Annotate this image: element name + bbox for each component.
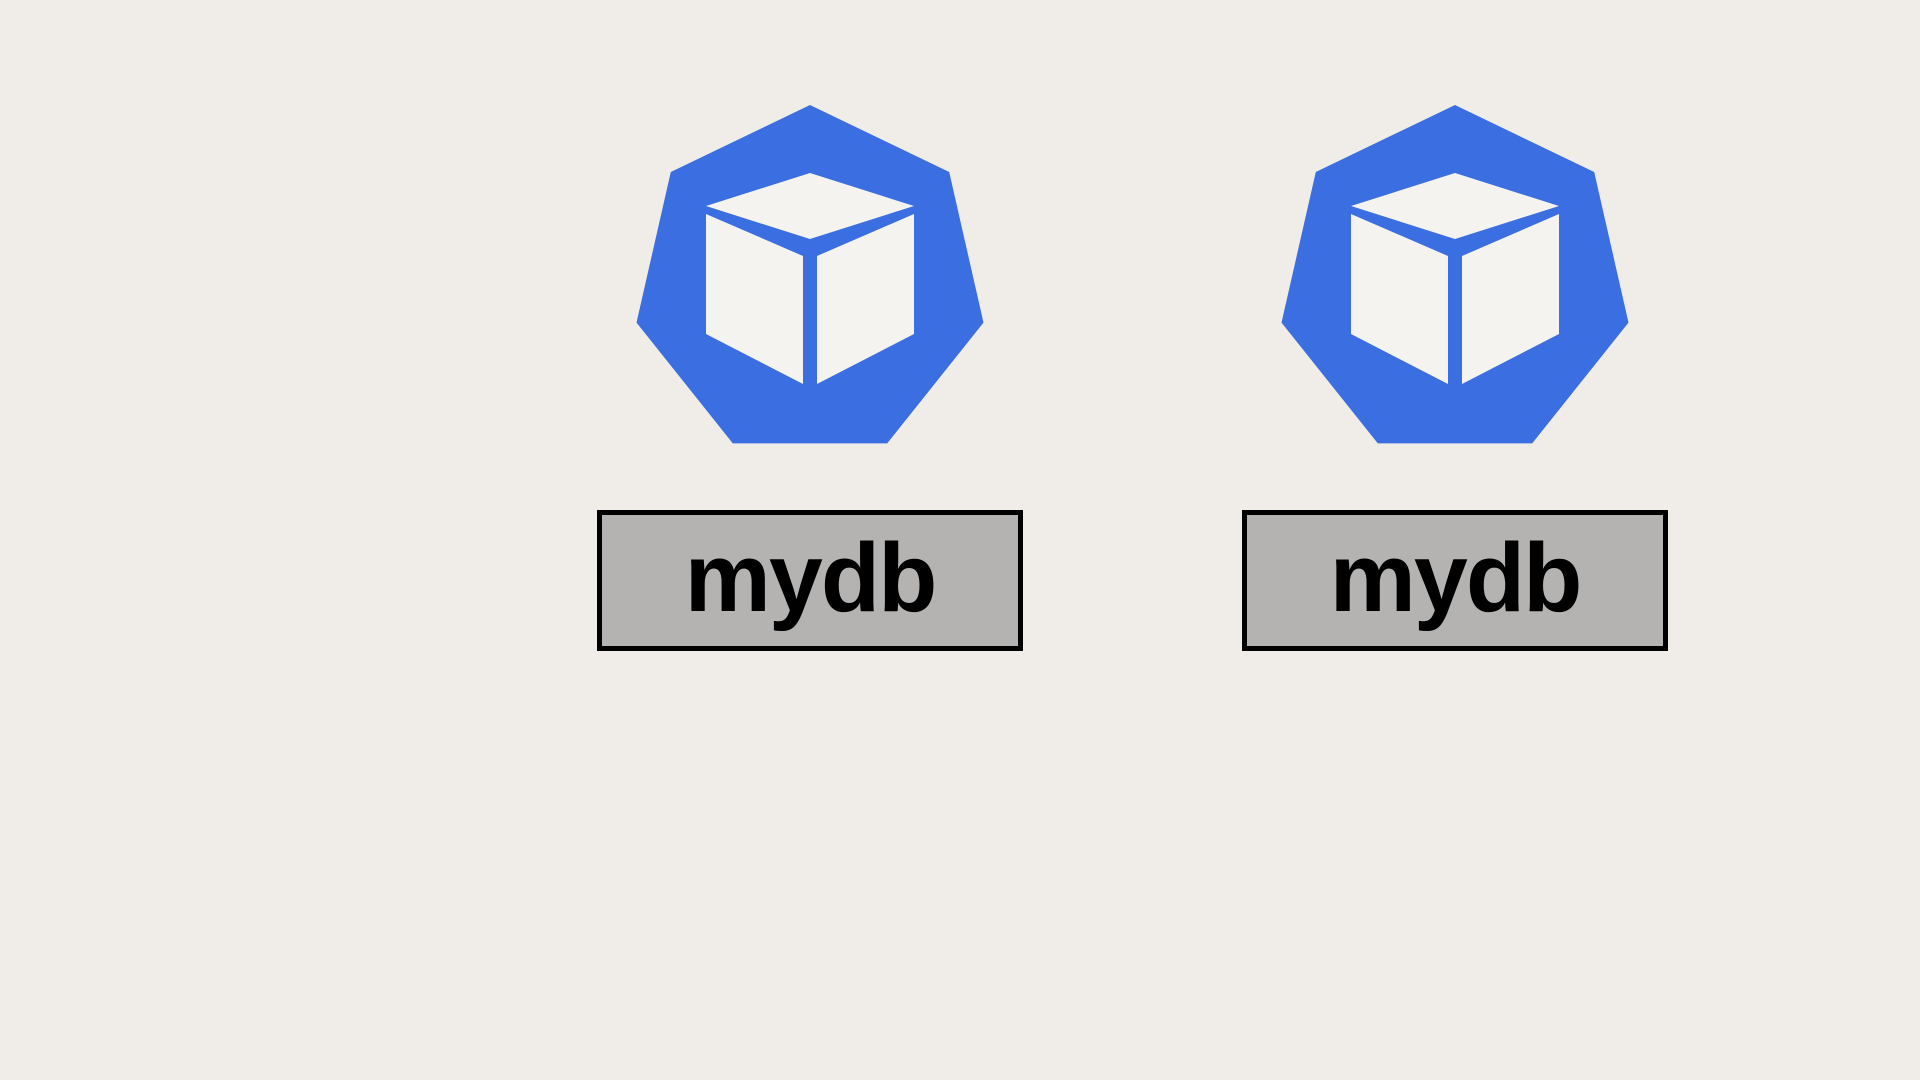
- cube-left-face: [1351, 214, 1448, 384]
- kubernetes-package-icon: [1281, 105, 1629, 444]
- heptagon-shape: [1281, 105, 1629, 444]
- cube-top-face: [1351, 173, 1559, 239]
- node-mydb-1: mydb: [597, 0, 1023, 1080]
- cube-right-face: [1462, 214, 1559, 384]
- heptagon-shape: [636, 105, 984, 444]
- cube-right-face: [817, 214, 914, 384]
- cube-top-face: [706, 173, 914, 239]
- cube-left-face: [706, 214, 803, 384]
- kubernetes-package-icon: [636, 105, 984, 444]
- node-mydb-2: mydb: [1242, 0, 1668, 1080]
- node-label: mydb: [1242, 510, 1668, 651]
- node-label: mydb: [597, 510, 1023, 651]
